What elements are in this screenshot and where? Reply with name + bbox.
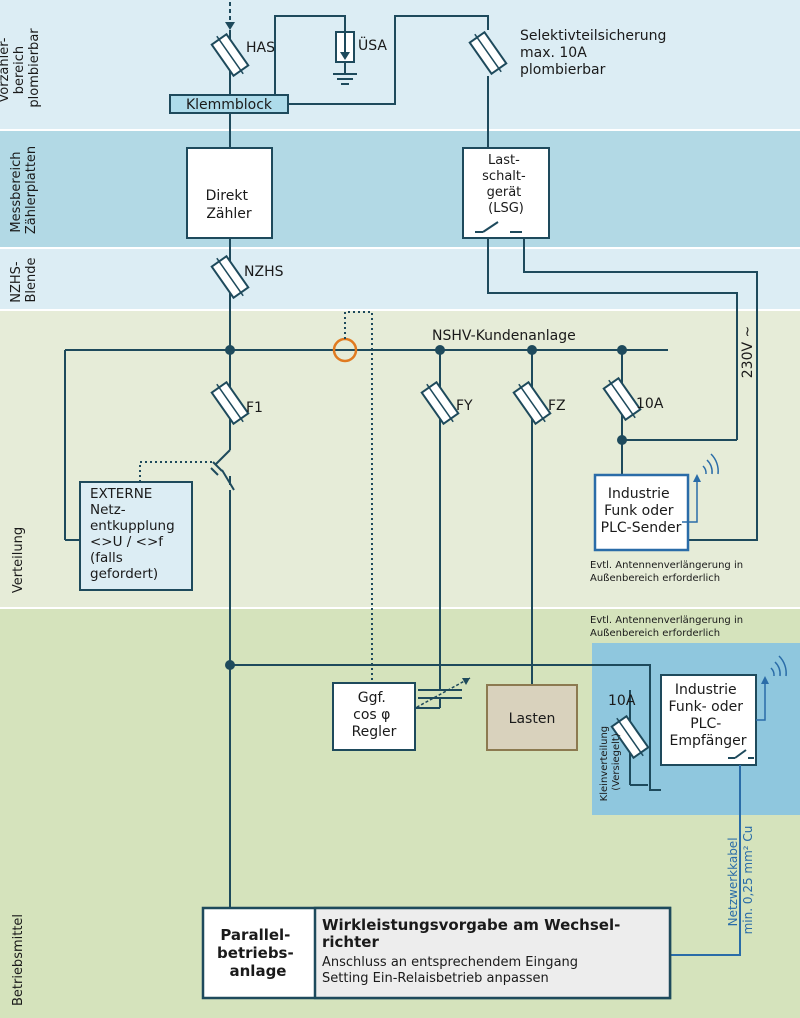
nshv-label: NSHV-Kundenanlage bbox=[432, 328, 576, 344]
zone-label-verteilung: Verteilung bbox=[11, 527, 26, 593]
sender-antenna-icon bbox=[693, 474, 701, 482]
nzhs-section: NZHS bbox=[210, 238, 284, 350]
direkt-zaehler-label: Direkt Zähler bbox=[206, 188, 253, 222]
zone-messbereich-bg bbox=[0, 130, 800, 248]
zone-label-vorzaehler: Vorzähler- bereich plombierbar bbox=[0, 28, 42, 108]
extern-label: EXTERNE Netz- entkupplung <>U / <>f (fal… bbox=[90, 486, 179, 582]
uesa-label: ÜSA bbox=[358, 36, 387, 54]
empfaenger-antenna-icon bbox=[761, 676, 769, 684]
sender-box bbox=[593, 473, 690, 552]
messbereich-section: Direkt Zähler Last- schalt- gerät (LSG) bbox=[186, 113, 758, 541]
selektiv-label: Selektivteilsicherung max. 10A plombierb… bbox=[520, 28, 671, 78]
fz-label: FZ bbox=[548, 398, 566, 414]
empfaenger-label: Industrie Funk- oder PLC- Empfänger bbox=[669, 682, 748, 749]
wirk-text: Anschluss an entsprechendem Eingang Sett… bbox=[322, 955, 582, 986]
wirk-title: Wirkleistungsvorgabe am Wechsel- richter bbox=[322, 916, 626, 951]
lasten-label: Lasten bbox=[509, 711, 556, 727]
top-section: HAS ÜSA Klemmblock Selektivteilsicherung… bbox=[169, 2, 671, 148]
lsg-box bbox=[462, 147, 550, 239]
v230-label: 230V ~ bbox=[740, 326, 756, 378]
sender-label: Industrie Funk oder PLC-Sender bbox=[601, 486, 682, 536]
cosphi-box bbox=[332, 682, 416, 751]
zone-labels: Vorzähler- bereich plombierbar Messberei… bbox=[0, 28, 42, 1006]
cosphi-label: Ggf. cos φ Regler bbox=[352, 690, 397, 740]
has-label: HAS bbox=[246, 40, 275, 56]
fy-label: FY bbox=[456, 398, 473, 414]
incoming-arrow-icon bbox=[225, 22, 235, 30]
parallel-label: Parallel- betriebs- anlage bbox=[217, 926, 299, 980]
zone-label-betriebsmittel: Betriebsmittel bbox=[11, 914, 26, 1006]
wirk-inner-box bbox=[313, 906, 672, 1000]
f1-label: F1 bbox=[246, 400, 263, 416]
lasten-box bbox=[486, 684, 578, 751]
zone-vorzaehler-bg bbox=[0, 0, 800, 130]
direkt-zaehler-box bbox=[186, 147, 273, 239]
antenna-note-2: Evtl. Antennenverlängerung in Außenberei… bbox=[590, 615, 746, 639]
betriebsmittel-section: Evtl. Antennenverlängerung in Außenberei… bbox=[201, 615, 787, 1000]
netzwerkkabel-label: Netzwerkkabel min. 0,25 mm² Cu bbox=[726, 826, 755, 935]
zone-nzhs-bg bbox=[0, 248, 800, 310]
cap-arrow-icon bbox=[462, 678, 470, 685]
f10a-label: 10A bbox=[636, 396, 664, 412]
f10a-b-label: 10A bbox=[608, 693, 636, 709]
kleinverteilung-label: Kleinverteilung (Versiegelt) bbox=[599, 723, 622, 802]
zone-label-nzhs: NZHS- Blende bbox=[9, 257, 39, 303]
nzhs-label: NZHS bbox=[244, 264, 284, 280]
klemmblock-label: Klemmblock bbox=[186, 97, 273, 113]
antenna-note-1: Evtl. Antennenverlängerung in Außenberei… bbox=[590, 560, 746, 584]
verteilung-section: NSHV-Kundenanlage 230V ~ F1 EXTERNE Netz… bbox=[64, 311, 756, 920]
lsg-label: Last- schalt- gerät (LSG) bbox=[482, 153, 530, 216]
zone-label-messbereich: Messbereich Zählerplatten bbox=[9, 146, 39, 234]
extern-box bbox=[79, 481, 193, 591]
uesa-arrow-icon bbox=[340, 52, 350, 60]
